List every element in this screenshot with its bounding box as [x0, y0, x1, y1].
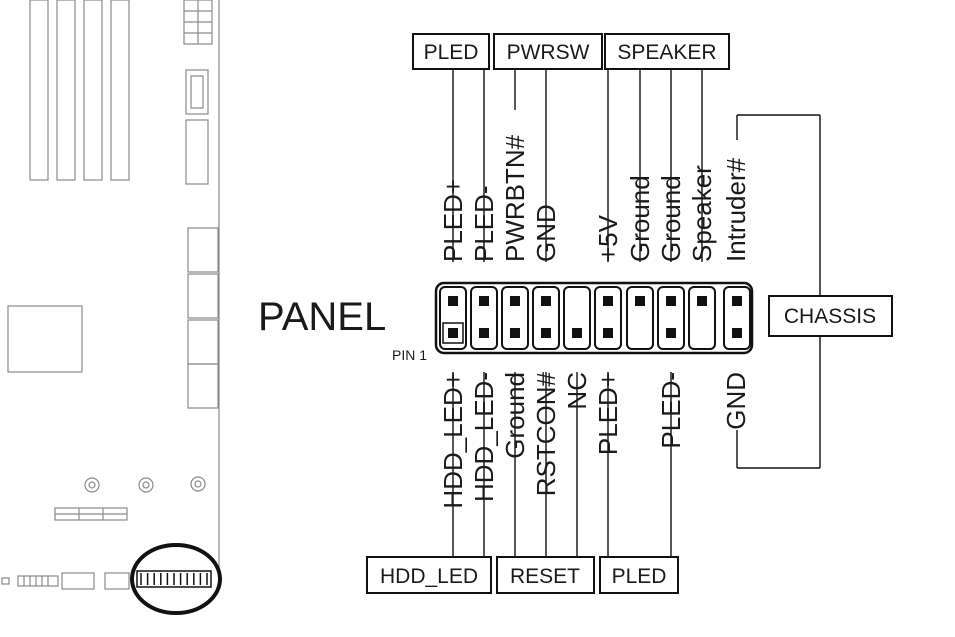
top-group-boxes	[412, 33, 730, 70]
pin-column	[563, 286, 591, 350]
pin	[541, 296, 551, 306]
pin	[448, 296, 458, 306]
dimm-slot	[56, 0, 76, 181]
group-box-pled	[412, 33, 490, 70]
pin-label-gnd: GND	[531, 204, 561, 262]
pin	[479, 296, 489, 306]
pin	[697, 296, 707, 306]
pin-label-pled-plus: PLED+	[438, 179, 468, 262]
pin	[510, 296, 520, 306]
pin1-label: PIN 1	[392, 347, 427, 363]
pin-label-speaker: Speaker	[687, 165, 717, 262]
board-block	[187, 227, 219, 273]
dimm-slot	[29, 0, 49, 181]
highlight-circle	[130, 543, 222, 615]
pin	[732, 296, 742, 306]
pin-label-pled-minus: PLED-	[656, 372, 686, 449]
pin-label-gnd: GND	[721, 372, 751, 430]
pin-label-hdd-led-minus: HDD_LED-	[469, 372, 499, 502]
group-box-reset	[496, 556, 595, 594]
pin-label-ground: Ground	[500, 372, 530, 459]
group-box-speaker	[604, 33, 730, 70]
pin-label-rstcon: RSTCON#	[531, 371, 561, 496]
dimm-slot	[110, 0, 130, 181]
standoff	[84, 477, 100, 493]
group-label-speaker: SPEAKER	[617, 41, 716, 64]
standoff	[190, 476, 206, 492]
group-label-hdd-led: HDD_LED	[380, 565, 478, 588]
pin-column	[470, 286, 498, 350]
pin-column	[626, 286, 654, 350]
pin-column	[439, 286, 467, 350]
board-connector	[185, 119, 209, 185]
pin-label-pled-minus: PLED-	[469, 185, 499, 262]
pin1-marker	[442, 322, 464, 344]
pin	[666, 328, 676, 338]
group-box-hdd-led	[366, 556, 492, 594]
pin	[732, 328, 742, 338]
pin	[541, 328, 551, 338]
top-pin-labels: PLED+ PLED- PWRBTN# GND +5V Ground Groun…	[438, 134, 751, 262]
pin	[666, 296, 676, 306]
motherboard-outline	[1, 0, 220, 590]
board-block	[187, 273, 219, 319]
pin	[603, 328, 613, 338]
pin-column	[532, 286, 560, 350]
pin	[635, 296, 645, 306]
pin	[510, 328, 520, 338]
pin	[479, 328, 489, 338]
group-box-pled-bottom	[599, 556, 679, 594]
pin-label-ground: Ground	[656, 175, 686, 262]
pin-column	[594, 286, 622, 350]
sata-port	[185, 69, 209, 115]
pin-label-hdd-led-plus: HDD_LED+	[438, 372, 468, 509]
panel-title: PANEL	[258, 295, 386, 339]
bottom-connector	[17, 575, 59, 587]
pin	[448, 328, 458, 338]
pin	[572, 328, 582, 338]
dimm-slot	[83, 0, 103, 181]
pin-label-ground: Ground	[625, 175, 655, 262]
bottom-group-boxes	[366, 556, 679, 594]
pin-label-pwrbtn: PWRBTN#	[500, 134, 530, 262]
pin-column	[501, 286, 529, 350]
pin-label-5v: +5V	[593, 214, 623, 262]
pin-column	[657, 286, 685, 350]
bottom-connector	[104, 572, 130, 590]
bottom-pin-labels: HDD_LED+ HDD_LED- Ground RSTCON# NC PLED…	[438, 371, 751, 508]
group-box-pwrsw	[493, 33, 603, 70]
group-box-chassis	[768, 295, 893, 337]
group-label-pled: PLED	[424, 41, 479, 64]
standoff	[138, 477, 154, 493]
pin-column	[688, 286, 716, 350]
panel-header	[434, 281, 754, 355]
pin-label-intruder: Intruder#	[721, 157, 751, 262]
pin-label-nc: NC	[562, 372, 592, 410]
bottom-connector	[61, 572, 95, 590]
pin-column	[723, 286, 751, 350]
chipset	[7, 305, 83, 373]
panel-header-highlight	[130, 543, 222, 615]
group-label-reset: RESET	[510, 565, 580, 588]
pin	[603, 296, 613, 306]
group-label-chassis: CHASSIS	[784, 305, 876, 328]
group-label-pled-bottom: PLED	[612, 565, 667, 588]
board-block	[187, 319, 219, 365]
pin-label-pled-plus: PLED+	[593, 372, 623, 455]
board-block	[187, 363, 219, 409]
group-label-pwrsw: PWRSW	[507, 41, 590, 64]
